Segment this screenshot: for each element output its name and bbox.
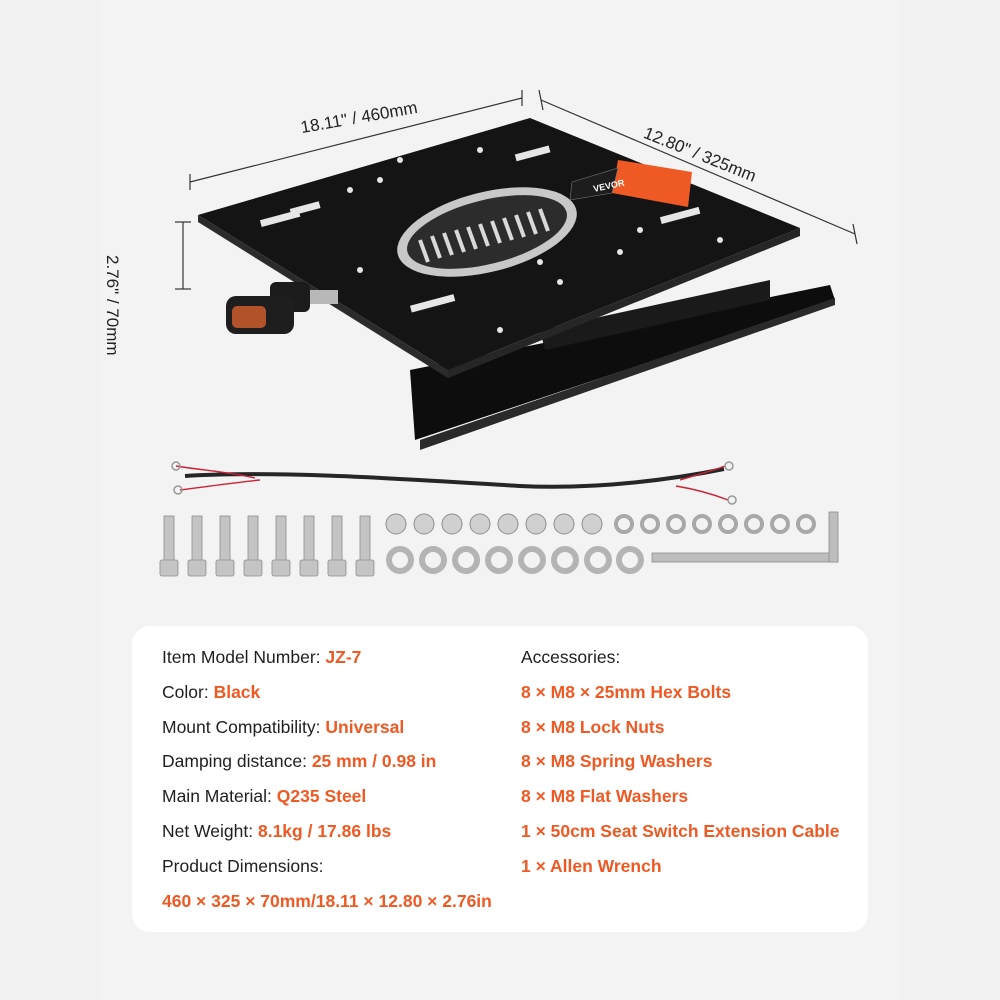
flat-washers xyxy=(386,546,644,574)
spring-washers xyxy=(614,514,816,534)
allen-wrench xyxy=(651,511,839,563)
spec-value: Universal xyxy=(325,716,405,737)
accessory-item: 1 × 50cm Seat Switch Extension Cable xyxy=(521,820,840,841)
specifications-list: Item Model Number: JZ-7 Color: Black Mou… xyxy=(162,640,522,918)
spec-value: Q235 Steel xyxy=(276,786,367,807)
height-dimension-label: 2.76" / 70mm xyxy=(103,255,122,356)
lock-nuts xyxy=(385,513,603,535)
spec-label: Mount Compatibility: xyxy=(162,716,321,737)
accessory-item: 8 × M8 Flat Washers xyxy=(521,786,689,807)
spec-label: Net Weight: xyxy=(162,820,254,841)
specs-card: Item Model Number: JZ-7 Color: Black Mou… xyxy=(132,626,868,932)
spec-model: Item Model Number: JZ-7 xyxy=(162,640,522,675)
spec-damping: Damping distance: 25 mm / 0.98 in xyxy=(162,744,522,779)
spec-value: 25 mm / 0.98 in xyxy=(311,751,437,772)
accessory-item: 8 × M8 × 25mm Hex Bolts xyxy=(521,681,732,702)
spec-label: Damping distance: xyxy=(162,751,307,772)
spec-weight: Net Weight: 8.1kg / 17.86 lbs xyxy=(162,814,522,849)
product-illustration: VEVOR xyxy=(159,89,858,577)
accessories-title: Accessories: xyxy=(521,647,621,667)
accessory-item: 1 × Allen Wrench xyxy=(521,855,662,876)
accessory-item: 8 × M8 Spring Washers xyxy=(521,751,713,772)
spec-value: 8.1kg / 17.86 lbs xyxy=(257,820,392,841)
spec-mount: Mount Compatibility: Universal xyxy=(162,710,522,745)
spring xyxy=(418,208,550,263)
spec-label: Main Material: xyxy=(162,786,272,807)
dimension-lines xyxy=(175,89,858,290)
accessories-list: Accessories: 8 × M8 × 25mm Hex Bolts 8 ×… xyxy=(521,640,861,884)
adjustment-knob xyxy=(226,282,338,334)
lower-frame xyxy=(410,280,835,450)
extension-cable xyxy=(171,461,737,505)
spec-value: Black xyxy=(213,681,261,702)
spec-dimensions: Product Dimensions: xyxy=(162,849,522,884)
accessory-item: 8 × M8 Lock Nuts xyxy=(521,716,665,737)
spec-color: Color: Black xyxy=(162,675,522,710)
spec-label: Product Dimensions: xyxy=(162,855,324,876)
spec-material: Main Material: Q235 Steel xyxy=(162,779,522,814)
spec-label: Item Model Number: xyxy=(162,647,321,667)
spec-value: JZ-7 xyxy=(325,647,362,667)
spec-dimensions-value: 460 × 325 × 70mm/18.11 × 12.80 × 2.76in xyxy=(162,890,492,911)
spec-label: Color: xyxy=(162,681,209,702)
hex-bolts xyxy=(159,515,375,577)
